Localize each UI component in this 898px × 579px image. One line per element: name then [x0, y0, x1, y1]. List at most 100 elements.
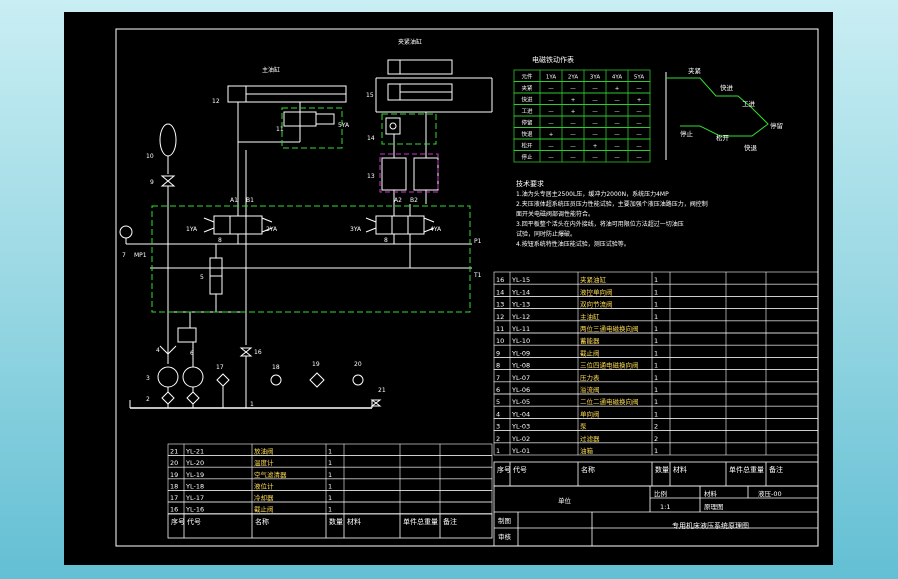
bom-cell: 冷却器: [254, 493, 274, 502]
bom-cell: YL-21: [185, 448, 204, 456]
bom-header-cell: 单件总重量: [729, 465, 764, 474]
port-label: A1: [230, 197, 238, 204]
bom-cell: 1: [654, 386, 658, 394]
bom-cell: YL-15: [511, 276, 530, 284]
clamp-cylinder-a: [387, 59, 453, 75]
bom-header-cell: 单件总重量: [403, 517, 438, 526]
bom-cell: 6: [496, 386, 500, 394]
dashed-boundaries: [151, 107, 471, 313]
port-label: P1: [474, 238, 482, 245]
title-block: [493, 485, 819, 547]
port-label: B2: [410, 197, 418, 204]
shutoff-valve-9: [160, 175, 176, 187]
bom-cell: 两位三通电磁换向阀: [580, 324, 639, 333]
bom-cell: 截止阀: [580, 348, 600, 357]
bom-cell: 14: [496, 288, 504, 296]
tech-requirements: 1.油为头专居主2500L压，缓冲力2000N，系统压力4MP2.夹压液体超系统…: [516, 190, 708, 248]
component-number: 9: [150, 179, 154, 186]
cycle-step-label: 停留: [770, 121, 783, 130]
component-number: 12: [212, 98, 220, 105]
solenoid-table-cell: —: [548, 98, 554, 104]
bom-cell: YL-13: [511, 301, 530, 309]
bom-cell: 溢流阀: [580, 385, 600, 394]
component-number: 20: [354, 361, 362, 368]
solenoid-table-cell: 快退: [521, 130, 533, 138]
bom-cell: 1: [654, 313, 658, 321]
component-number: 1: [250, 401, 254, 408]
check-valve-boundary: [381, 113, 437, 145]
pilot-check-valve: [385, 117, 401, 135]
title-block-drawn: 制图: [498, 516, 511, 525]
solenoid-table-row: [513, 150, 651, 163]
bom-row: [167, 501, 493, 514]
solenoid-table-cell: —: [570, 155, 576, 161]
valve-block-boundary: [151, 205, 471, 313]
bom-cell: 3: [496, 423, 500, 431]
bom-cell: 2: [496, 435, 500, 443]
solenoid-label: 5YA: [338, 122, 350, 129]
bom-cell: YL-02: [511, 435, 530, 443]
solenoid-table-cell: —: [548, 86, 554, 92]
schematic-labels: 主油缸 夹紧油缸 12 15 14 13 11 5YA 10 9 1YA 2YA…: [122, 38, 482, 408]
bom-cell: 21: [170, 448, 178, 456]
solenoid-table-cell: +: [615, 86, 620, 92]
title-block-scale-label: 比例: [654, 489, 667, 498]
bom-cell: 13: [496, 301, 504, 309]
bom-cell: 压力表: [580, 373, 600, 382]
bom-cell: 5: [496, 398, 500, 406]
valve-11-boundary: [281, 107, 343, 149]
bom-cell: 放油阀: [254, 447, 274, 456]
bom-cell: 蓄能器: [580, 336, 600, 345]
title-block-text: 单位 比例 材料 液压-00 1:1 原理图 制图 审核 专用机床液压系统原理图: [498, 489, 782, 541]
solenoid-table-cell: —: [614, 155, 620, 161]
bom-cell: 过滤器: [580, 434, 600, 443]
bom-cell: 空气滤清器: [254, 470, 287, 479]
bom-cell: 1: [654, 276, 658, 284]
solenoid-table-cell: 2YA: [568, 75, 578, 81]
solenoid-table-cell: +: [571, 98, 576, 104]
solenoid-table-cell: —: [548, 109, 554, 115]
solenoid-table-cell: 快进: [521, 96, 533, 104]
solenoid-table-cell: +: [571, 109, 576, 115]
bom-header: [167, 513, 493, 539]
bom-header-cell: 数量: [329, 517, 343, 526]
component-number: 13: [367, 173, 375, 180]
drawing-title: 专用机床液压系统原理图: [672, 521, 749, 530]
solenoid-table-cell: —: [636, 121, 642, 127]
bom-cell: 19: [170, 471, 178, 479]
solenoid-table-cell: +: [593, 144, 598, 150]
component-number: 10: [146, 153, 154, 160]
bom-cell: 2: [654, 435, 658, 443]
bom-cell: YL-19: [185, 471, 204, 479]
solenoid-table-cell: 停留: [521, 119, 533, 127]
title-block-material: 材料: [704, 489, 718, 498]
bom-cell: 1: [328, 448, 332, 456]
bom-cell: 8: [496, 362, 500, 370]
solenoid-table-cell: —: [592, 86, 598, 92]
throttle-valve-boundary: [379, 153, 439, 193]
cycle-step-label: 快退: [744, 143, 758, 152]
component-number: 21: [378, 387, 386, 394]
component-number: 2: [146, 396, 150, 403]
bom-cell: YL-18: [185, 482, 204, 490]
solenoid-table-cell: +: [637, 98, 642, 104]
bom-cell: YL-08: [511, 362, 530, 370]
component-number: 6: [190, 350, 194, 357]
bom-cell: 1: [328, 459, 332, 467]
solenoid-table-cell: —: [636, 132, 642, 138]
bom-cell: 截止阀: [254, 505, 274, 514]
solenoid-table-cell: 元件: [521, 73, 533, 81]
solenoid-label: 3YA: [350, 226, 362, 233]
solenoid-table-title: 电磁铁动作表: [532, 55, 574, 64]
component-number: 14: [367, 135, 375, 142]
bom-cell: 20: [170, 459, 178, 467]
solenoid-table-cell: —: [592, 132, 598, 138]
solenoid-table-cell: —: [614, 109, 620, 115]
bom-cell: 16: [496, 276, 504, 284]
bom-cell: 1: [654, 362, 658, 370]
solenoid-table-cell: 夹紧: [521, 84, 533, 92]
bom-header-cell: 材料: [673, 465, 687, 474]
bom-cell: 1: [654, 349, 658, 357]
bom-cell: 7: [496, 374, 500, 382]
